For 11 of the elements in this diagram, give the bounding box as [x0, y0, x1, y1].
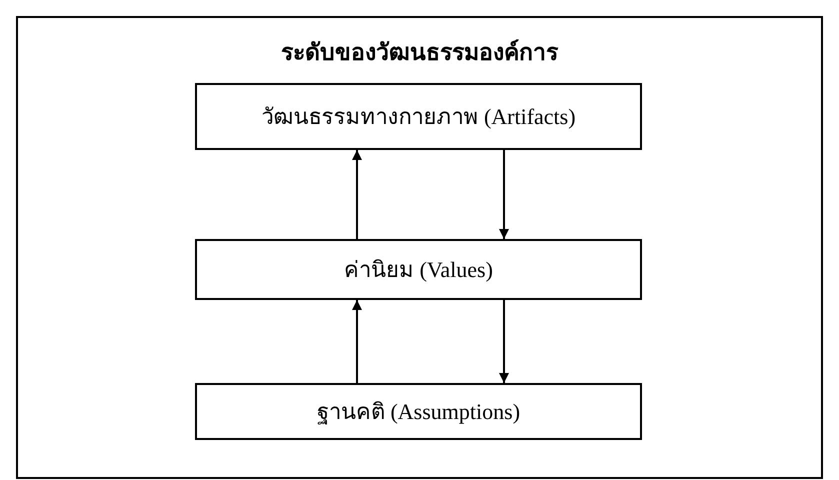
arrow	[352, 150, 362, 239]
diagram-title: ระดับของวัฒนธรรมองค์การ	[280, 38, 560, 67]
level-label: วัฒนธรรมทางกายภาพ (Artifacts)	[261, 103, 576, 131]
level-label: ฐานคติ (Assumptions)	[316, 398, 520, 426]
arrow	[352, 300, 362, 383]
level-box	[195, 383, 642, 440]
arrow	[499, 150, 509, 239]
arrow	[499, 300, 509, 383]
level-box	[195, 239, 642, 300]
level-label: ค่านิยม (Values)	[344, 256, 493, 284]
level-box	[195, 83, 642, 150]
